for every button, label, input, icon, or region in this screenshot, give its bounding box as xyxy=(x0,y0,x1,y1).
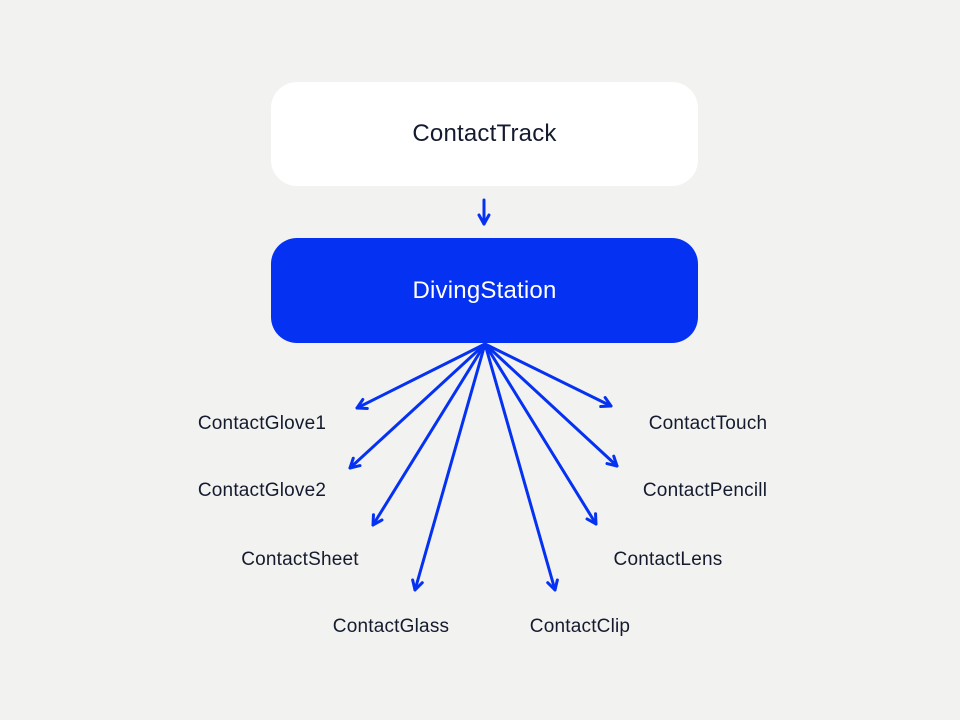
arrow-divingstation-to-contactglove2 xyxy=(348,342,487,470)
node-contactglass: ContactGlass xyxy=(332,616,450,637)
arrow-divingstation-to-contactsheet xyxy=(371,342,487,527)
arrow-divingstation-to-contactlens xyxy=(483,342,598,526)
node-contactclip: ContactClip xyxy=(529,616,631,637)
node-divingstation: DivingStation xyxy=(271,238,698,343)
node-contacttouch: ContactTouch xyxy=(648,413,768,434)
node-contactlens: ContactLens xyxy=(613,549,723,570)
node-contactsheet: ContactSheet xyxy=(241,549,359,570)
arrow-divingstation-to-contacttouch xyxy=(483,342,613,409)
node-contactglove2: ContactGlove2 xyxy=(197,480,327,501)
node-contactglove1: ContactGlove1 xyxy=(197,413,327,434)
arrow-divingstation-to-contactpencill xyxy=(483,342,619,468)
arrow-divingstation-to-contactclip xyxy=(483,342,559,592)
arrow-divingstation-to-contactglass xyxy=(411,342,487,592)
arrow-divingstation-to-contactglove1 xyxy=(355,342,487,410)
node-contactpencill: ContactPencill xyxy=(642,480,768,501)
node-contacttrack: ContactTrack xyxy=(271,82,698,186)
